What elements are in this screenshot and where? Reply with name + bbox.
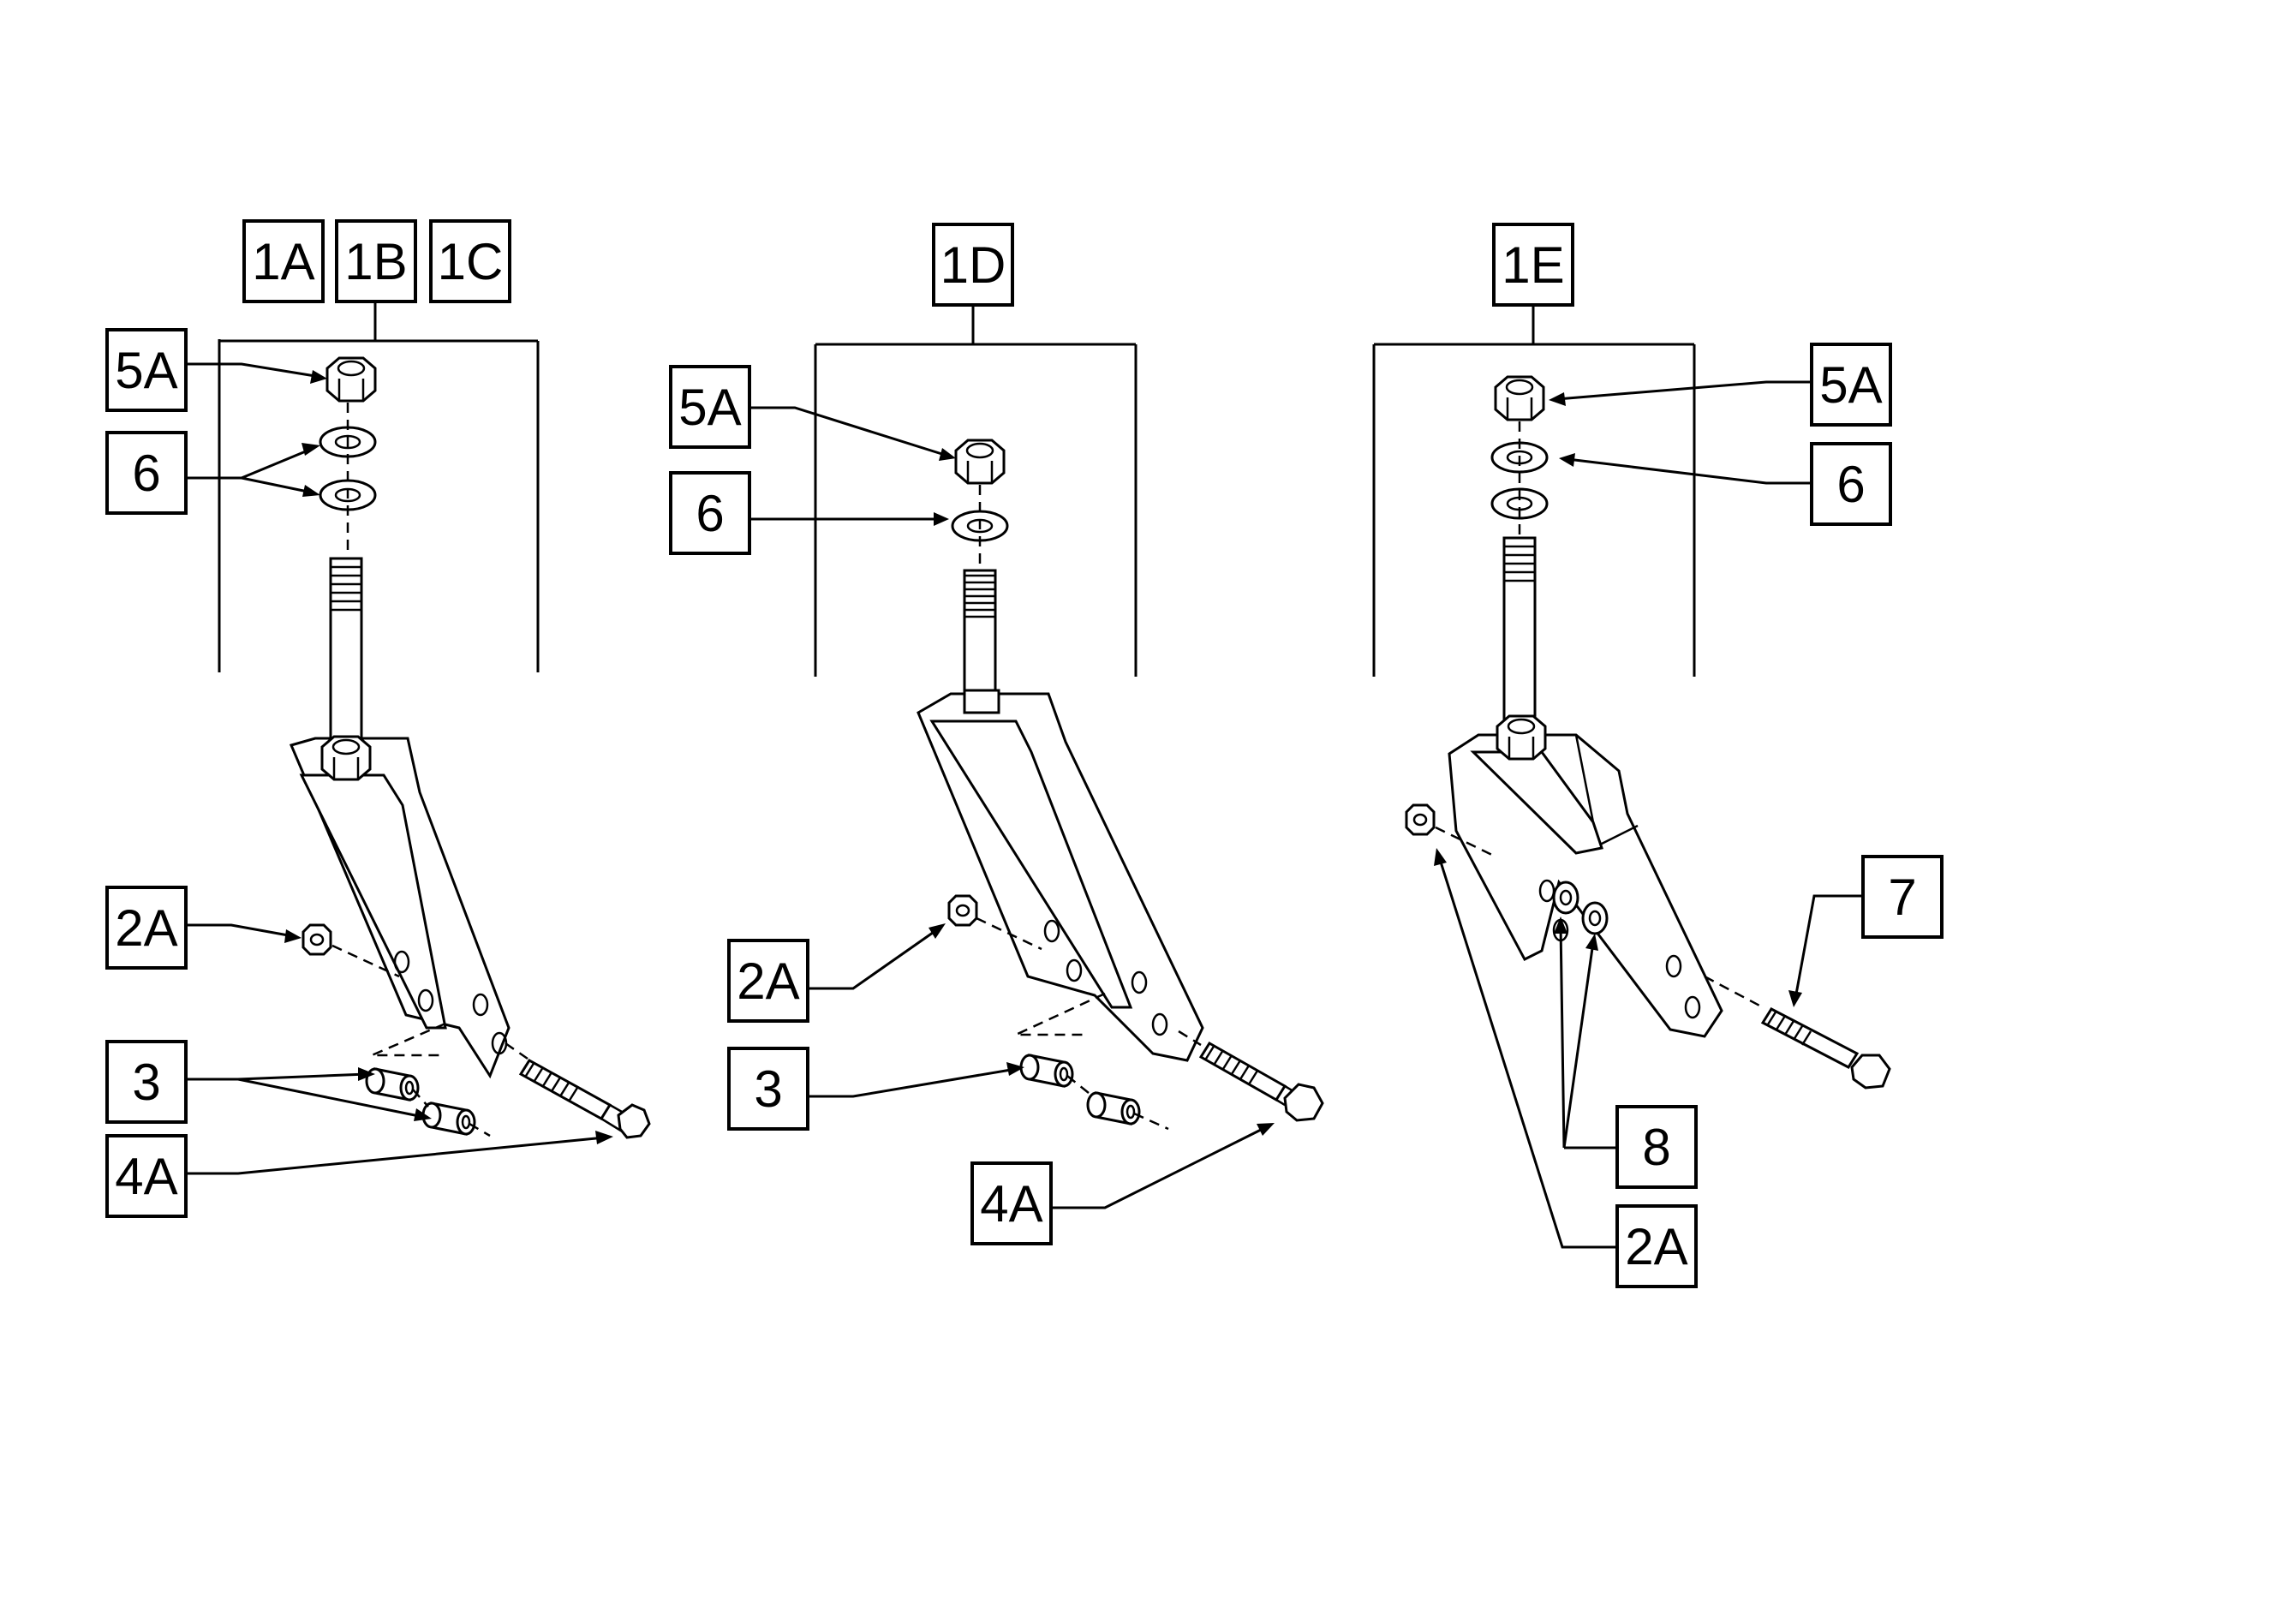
small-nut-icon	[947, 894, 978, 927]
caster-stem	[1502, 536, 1537, 730]
right-assembly: 1E	[1372, 223, 1944, 1288]
callout-2a: 2A	[115, 899, 177, 957]
spacer-icon	[365, 1067, 420, 1102]
caster-fork	[289, 737, 511, 1079]
callout-8: 8	[1642, 1119, 1670, 1176]
callout-5a: 5A	[115, 342, 177, 399]
callout-3: 3	[132, 1054, 160, 1111]
middle-assembly: 1D	[669, 223, 1324, 1245]
callout-2a: 2A	[1625, 1218, 1687, 1275]
callout-4a: 4A	[115, 1148, 177, 1205]
caster-fork	[917, 692, 1204, 1062]
spacer-icon	[1019, 1054, 1074, 1088]
caster-stem	[329, 557, 363, 750]
caster-stem	[963, 569, 997, 701]
callout-5a: 5A	[1819, 356, 1882, 414]
label-1e: 1E	[1502, 236, 1564, 294]
left-assembly: 1A 1B 1C	[105, 219, 651, 1218]
callout-6: 6	[1836, 456, 1865, 513]
spacer-icon	[1086, 1091, 1141, 1125]
bolt-icon	[505, 1042, 651, 1139]
hex-nut-icon	[325, 356, 377, 403]
callout-4a: 4A	[980, 1175, 1042, 1233]
caster-fork	[1448, 733, 1723, 1038]
label-1b: 1B	[344, 233, 407, 290]
callout-7: 7	[1888, 869, 1916, 926]
bushing-icon	[1552, 881, 1609, 935]
small-nut-icon	[1405, 803, 1436, 836]
label-1a: 1A	[252, 233, 314, 290]
callout-3: 3	[754, 1060, 782, 1118]
callout-6: 6	[132, 445, 160, 502]
hex-nut-icon	[320, 735, 372, 781]
bolt-icon	[1178, 1030, 1324, 1122]
hex-nut-icon	[1494, 375, 1545, 421]
small-nut-icon	[302, 923, 332, 956]
hex-nut-icon	[1496, 714, 1547, 761]
callout-6: 6	[696, 485, 724, 542]
callout-5a: 5A	[678, 379, 741, 436]
hex-nut-icon	[954, 439, 1006, 485]
bolt-icon	[1704, 975, 1891, 1090]
label-1c: 1C	[438, 233, 504, 290]
callout-2a: 2A	[737, 952, 799, 1010]
label-1d: 1D	[940, 236, 1006, 294]
